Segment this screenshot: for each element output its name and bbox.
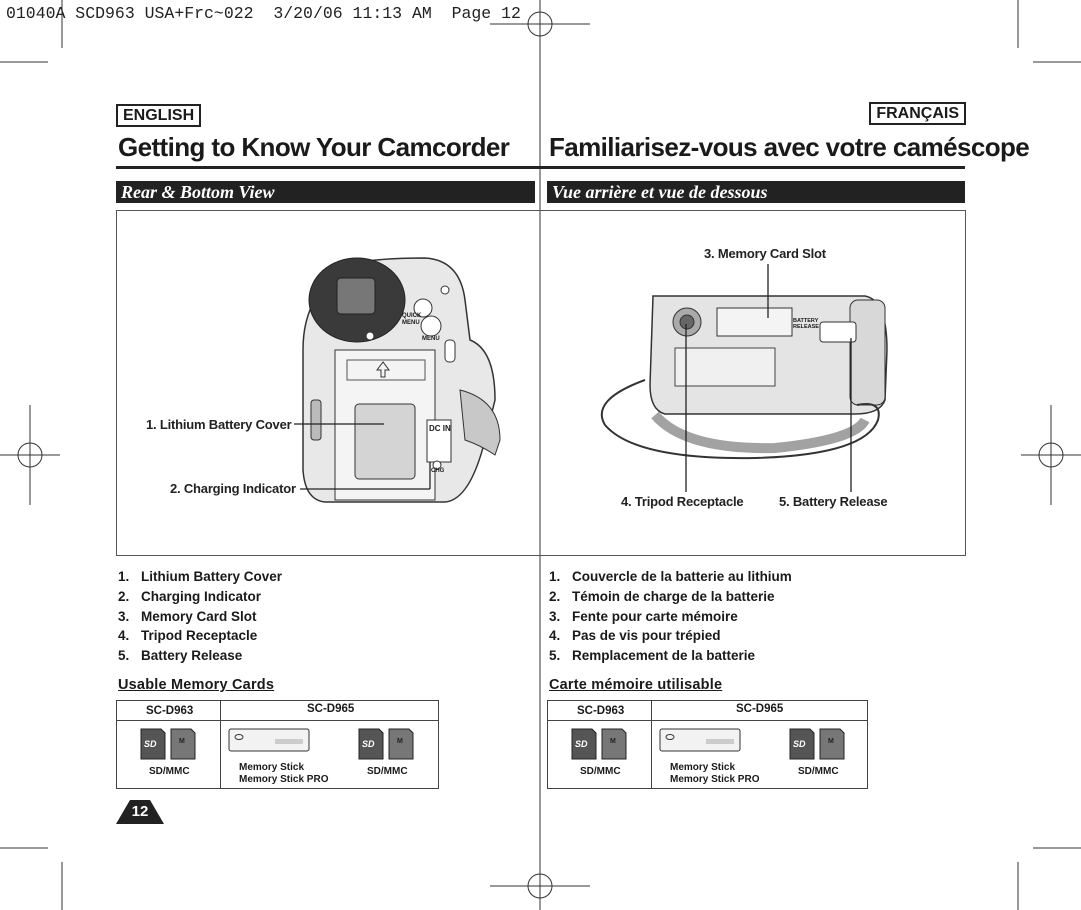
item-number: 5. [549,646,572,666]
list-item: 3.Fente pour carte mémoire [549,607,792,627]
sd-mmc-card-icon: SD M [139,727,197,761]
memory-stick-label: Memory Stick [239,762,328,774]
col-header-scd965: SC-D965 [221,701,438,715]
sd-mmc-card-icon: SD M [357,727,415,761]
item-number: 1. [118,567,141,587]
list-item: 4.Tripod Receptacle [118,626,282,646]
svg-text:SD: SD [144,739,157,749]
item-text: Battery Release [141,648,242,663]
callout-charging-indicator: 2. Charging Indicator [170,481,296,496]
item-text: Charging Indicator [141,589,261,604]
list-item: 2.Témoin de charge de la batterie [549,587,792,607]
header-cell: SC-D965 [221,701,439,721]
item-text: Couvercle de la batterie au lithium [572,569,792,584]
item-number: 3. [549,607,572,627]
svg-text:M: M [610,738,616,745]
memory-card-table-english: SC-D963 SC-D965 SD M SD/MMC SD M [116,700,439,789]
sd-mmc-caption: SD/MMC [149,766,190,778]
memory-stick-caption: Memory Stick Memory Stick PRO [239,762,328,786]
item-number: 2. [118,587,141,607]
sd-mmc-card-icon: SD M [570,727,628,761]
svg-text:M: M [179,738,185,745]
sd-mmc-caption: SD/MMC [798,766,839,778]
list-item: 2.Charging Indicator [118,587,282,607]
list-item: 3.Memory Card Slot [118,607,282,627]
list-item: 1.Lithium Battery Cover [118,567,282,587]
card-cell: SD M SD/MMC [548,721,652,789]
svg-text:SD: SD [362,739,375,749]
item-text: Fente pour carte mémoire [572,609,738,624]
item-text: Remplacement de la batterie [572,648,755,663]
item-text: Tripod Receptacle [141,628,257,643]
memory-stick-icon [227,727,311,755]
list-item: 4.Pas de vis pour trépied [549,626,792,646]
sd-mmc-caption: SD/MMC [580,766,621,778]
memory-card-table-french: SC-D963 SC-D965 SD M SD/MMC SD M [547,700,868,789]
list-item: 5.Remplacement de la batterie [549,646,792,666]
callout-battery-cover: 1. Lithium Battery Cover [146,417,291,432]
page-number: 12 [116,803,164,820]
svg-text:SD: SD [575,739,588,749]
col-header-scd965: SC-D965 [652,701,867,715]
item-number: 4. [549,626,572,646]
card-cell: SD M SD/MMC [117,721,221,789]
memory-stick-label: Memory Stick [670,762,759,774]
item-number: 5. [118,646,141,666]
usable-cards-heading-french: Carte mémoire utilisable [549,677,722,693]
item-number: 3. [118,607,141,627]
list-item: 5.Battery Release [118,646,282,666]
usable-cards-heading-english: Usable Memory Cards [118,677,274,693]
svg-text:SD: SD [793,739,806,749]
item-text: Témoin de charge de la batterie [572,589,775,604]
svg-text:M: M [828,738,834,745]
memory-stick-icon [658,727,742,755]
item-number: 2. [549,587,572,607]
item-text: Pas de vis pour trépied [572,628,721,643]
col-header-scd963: SC-D963 [117,701,220,717]
memory-stick-pro-label: Memory Stick PRO [239,774,328,786]
sd-mmc-caption: SD/MMC [367,766,408,778]
header-cell: SC-D963 [117,701,221,721]
card-cell: SD M Memory Stick Memory Stick PRO SD/MM… [221,721,439,789]
item-list-english: 1.Lithium Battery Cover 2.Charging Indic… [118,567,282,666]
item-list-french: 1.Couvercle de la batterie au lithium 2.… [549,567,792,666]
item-text: Lithium Battery Cover [141,569,282,584]
sd-mmc-card-icon: SD M [788,727,846,761]
item-number: 1. [549,567,572,587]
memory-stick-pro-label: Memory Stick PRO [670,774,759,786]
header-cell: SC-D963 [548,701,652,721]
item-number: 4. [118,626,141,646]
list-item: 1.Couvercle de la batterie au lithium [549,567,792,587]
col-header-scd963: SC-D963 [548,701,651,717]
callout-tripod-receptacle: 4. Tripod Receptacle [621,494,743,509]
callout-battery-release: 5. Battery Release [779,494,887,509]
svg-text:M: M [397,738,403,745]
header-cell: SC-D965 [652,701,868,721]
memory-stick-caption: Memory Stick Memory Stick PRO [670,762,759,786]
item-text: Memory Card Slot [141,609,257,624]
card-cell: SD M Memory Stick Memory Stick PRO SD/MM… [652,721,868,789]
callout-memory-card-slot: 3. Memory Card Slot [704,246,826,261]
